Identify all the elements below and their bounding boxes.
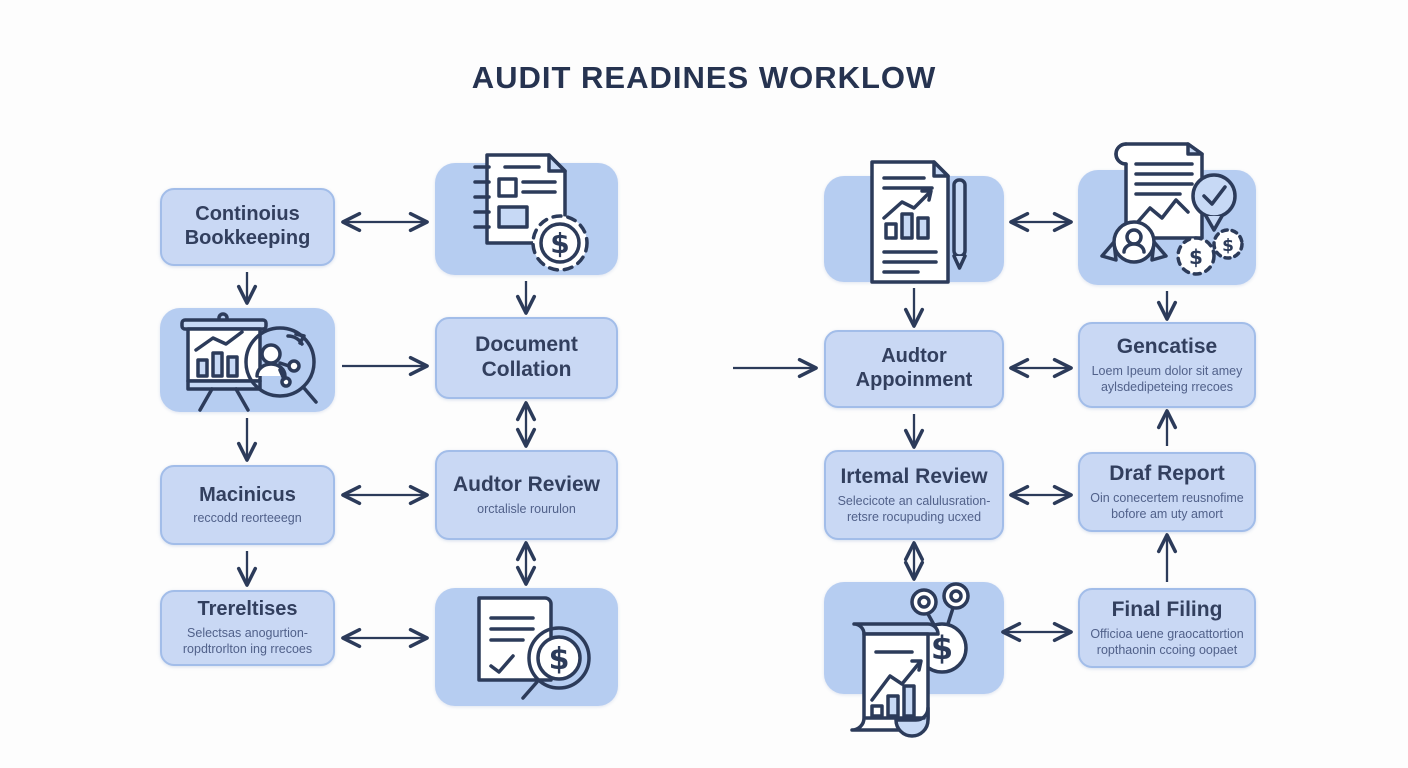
- node-title: Audtor Appoinment: [855, 345, 973, 391]
- node-document-collation: Document Collation: [435, 317, 618, 399]
- node-title: Draf Report: [1109, 461, 1225, 485]
- node-subtitle: Selectsas anogurtion- ropdtrorlton ing r…: [182, 626, 313, 657]
- node-title: Trereltises: [197, 598, 298, 621]
- node-bookkeeping-icon-box: [160, 308, 335, 412]
- certificate-check-badges-icon: $ $: [1100, 142, 1244, 276]
- node-scroll-chart-icon-box: $: [824, 582, 1004, 738]
- node-certificate-icon-box: $ $: [1078, 142, 1256, 285]
- node-internal-review: Irtemal Review Selecicote an calulusrati…: [824, 450, 1004, 540]
- node-chart-report-icon-box: [824, 160, 1004, 284]
- node-title: Continoius Bookkeeping: [184, 203, 311, 249]
- node-subtitle: reccodd reorteeegn: [193, 511, 302, 526]
- svg-text:$: $: [550, 227, 569, 260]
- node-title: Irtemal Review: [840, 464, 988, 488]
- node-document-gear-icon-box: $: [435, 153, 618, 275]
- chart-report-pen-icon: [870, 160, 967, 284]
- node-subtitle: Selecicote an calulusration- retsre rocu…: [837, 493, 991, 524]
- svg-text:$: $: [1222, 236, 1234, 256]
- node-final-filing: Final Filing Officioa uene graocattortio…: [1078, 588, 1256, 668]
- node-title: Document Collation: [475, 333, 578, 381]
- svg-text:$: $: [931, 629, 953, 667]
- node-auditor-appointment: Audtor Appoinment: [824, 330, 1004, 408]
- node-subtitle: Loem Ipeum dolor sit amey aylsdedipetein…: [1091, 363, 1243, 394]
- node-subtitle: orctalisle rourulon: [477, 501, 576, 516]
- node-gencatise: Gencatise Loem Ipeum dolor sit amey ayls…: [1078, 322, 1256, 408]
- node-draft-report: Draf Report Oin conecertem reusnofime bo…: [1078, 452, 1256, 532]
- node-document-magnifier-icon-box: $: [435, 588, 618, 706]
- node-title: Macinicus: [199, 483, 296, 506]
- svg-text:$: $: [549, 642, 570, 677]
- document-gear-dollar-icon: $: [473, 153, 589, 272]
- page-title: AUDIT READINES WORKLOW: [471, 60, 937, 95]
- presentation-analysis-magnifier-icon: [180, 312, 318, 412]
- node-title: Final Filing: [1111, 597, 1223, 621]
- svg-text:$: $: [1189, 245, 1203, 269]
- node-continuous-bookkeeping: Continoius Bookkeeping: [160, 188, 335, 266]
- node-subtitle: Officioa uene graocattortion ropthaonin …: [1090, 626, 1244, 657]
- node-title: Audtor Review: [452, 472, 601, 496]
- node-trereltises: Trereltises Selectsas anogurtion- ropdtr…: [160, 590, 335, 666]
- node-subtitle: Oin conecertem reusnofime bofore am uty …: [1090, 490, 1244, 521]
- scroll-chart-dollar-icon: $: [850, 582, 970, 738]
- document-magnifier-dollar-icon: $: [477, 596, 591, 700]
- node-macinicus: Macinicus reccodd reorteeegn: [160, 465, 335, 545]
- node-title: Gencatise: [1116, 334, 1218, 358]
- node-auditor-review: Audtor Review orctalisle rourulon: [435, 450, 618, 540]
